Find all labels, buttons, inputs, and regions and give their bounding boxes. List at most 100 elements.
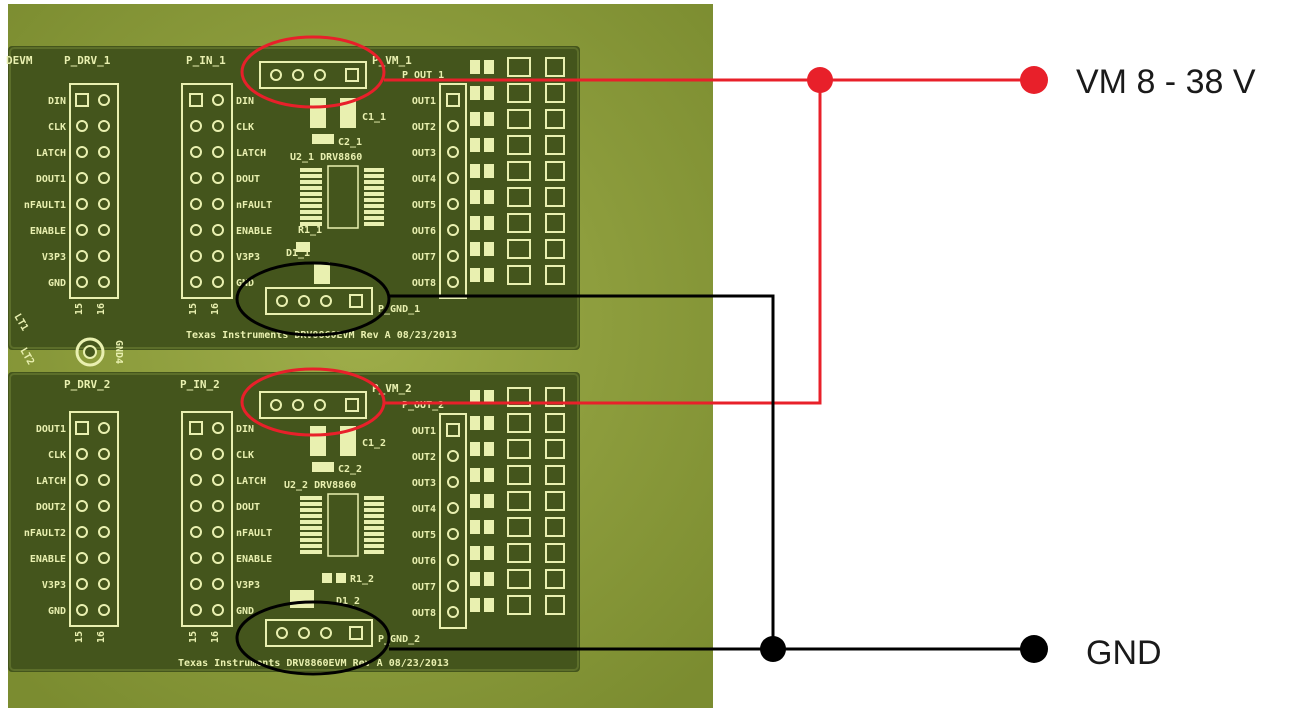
top-out-label: OUT5 [412,200,436,211]
top-out-pad [545,57,565,77]
top-drv-pin [76,146,88,158]
top-out-label: OUT3 [412,148,436,159]
top-left-pin-label: DIN [48,96,66,107]
top-out-pad [545,265,565,285]
top-ic-pad [300,204,322,208]
top-r1-label: R1_1 [298,225,322,236]
bottom-left-pin-label: DOUT1 [36,424,66,435]
top-ic-pad [364,174,384,178]
bottom-r1-pad-b [336,573,346,583]
top-ic-pad [300,180,322,184]
bottom-c1-pad-b [340,426,356,456]
top-out-pad [507,135,531,155]
bottom-r1-pad-a [322,573,332,583]
top-c2-pad [312,134,334,144]
bottom-p-in-header [181,411,233,627]
bottom-out-pin [447,554,459,566]
top-out-label: OUT7 [412,252,436,263]
bottom-left-pin-label: ENABLE [30,554,66,565]
top-drv-pin [76,120,88,132]
top-out-via [470,112,480,126]
bottom-d1-label: D1_2 [336,596,360,607]
top-left-pin-label: nFAULT1 [24,200,66,211]
top-drv-pin [98,224,110,236]
bottom-mid-pin-label: V3P3 [236,580,260,591]
bottom-p-drv-header [69,411,119,627]
top-out-via [470,138,480,152]
gnd-wiring [389,294,1048,663]
top-drv-pin [98,276,110,288]
bottom-ic-pad [300,550,322,554]
bottom-ic-pad [300,496,322,500]
bottom-left-pin-label: CLK [48,450,66,461]
top-out-via [484,216,494,230]
bottom-out-via [470,390,480,404]
top-mid-pin-label: V3P3 [236,252,260,263]
top-out-pad [545,239,565,259]
top-out-pin [447,250,459,262]
top-p-in-label: P_IN_1 [186,54,226,67]
top-left-pin-label: V3P3 [42,252,66,263]
top-in-pin [212,250,224,262]
bottom-in-pin [190,578,202,590]
top-out-pin [447,172,459,184]
bottom-ic-pad [364,514,384,518]
bottom-left-pin-label: DOUT2 [36,502,66,513]
bottom-ic-pad [364,520,384,524]
bottom-drv-pin [76,500,88,512]
top-out-label: OUT1 [412,96,436,107]
bottom-pin15-label: 15 [74,631,85,643]
bottom-out-via [484,390,494,404]
bottom-drv-pin [98,552,110,564]
top-edge-label: DEVM [6,54,33,67]
top-c1-label: C1_1 [362,112,386,123]
top-out-label: OUT6 [412,226,436,237]
bottom-in-pin [190,552,202,564]
top-drv-pin [76,172,88,184]
top-p-drv-header [69,83,119,299]
bottom-gnd-connector-pins [276,626,363,640]
bottom-out-label: OUT8 [412,608,436,619]
bottom-out-via [470,598,480,612]
top-out-pad [545,187,565,207]
bottom-out-label: OUT3 [412,478,436,489]
top-in-pin [189,93,203,107]
bottom-out-pin [447,502,459,514]
bottom-drv-pin [76,552,88,564]
bottom-c2-label: C2_2 [338,464,362,475]
bottom-p-out-header [439,413,467,629]
top-d1-label: D1_1 [286,248,310,259]
top-p-drv-pins [75,93,110,288]
bottom-drv-pin [98,578,110,590]
bottom-drv-pin [76,474,88,486]
bottom-out-label: OUT7 [412,582,436,593]
bottom-out-via [484,468,494,482]
top-ic-pad [364,210,384,214]
bottom-out-via [484,598,494,612]
top-ic-pad [300,168,322,172]
top-p-in-pins [189,93,224,288]
bottom-ic-label: U2_2 DRV8860 [284,480,356,491]
top-out-pin [446,93,460,107]
bottom-drv-pin [98,526,110,538]
bottom-in-pin [212,604,224,616]
bottom-ic-pad [300,526,322,530]
bottom-drv-pin [76,578,88,590]
bottom-ic-body [327,493,359,557]
top-ic-pad [364,198,384,202]
bottom-left-pin-label: LATCH [36,476,66,487]
top-d1-pad [314,262,330,284]
top-drv-pin [76,250,88,262]
bottom-mid-pin-label: GND [236,606,254,617]
top-c1-pad-a [310,98,326,128]
top-vm-connector [259,61,367,89]
bottom-out-pad [545,595,565,615]
top-drv-pin [76,224,88,236]
top-ic-pad [364,180,384,184]
bottom-out-label: OUT5 [412,530,436,541]
top-ic-pad [364,168,384,172]
top-p-in-header [181,83,233,299]
